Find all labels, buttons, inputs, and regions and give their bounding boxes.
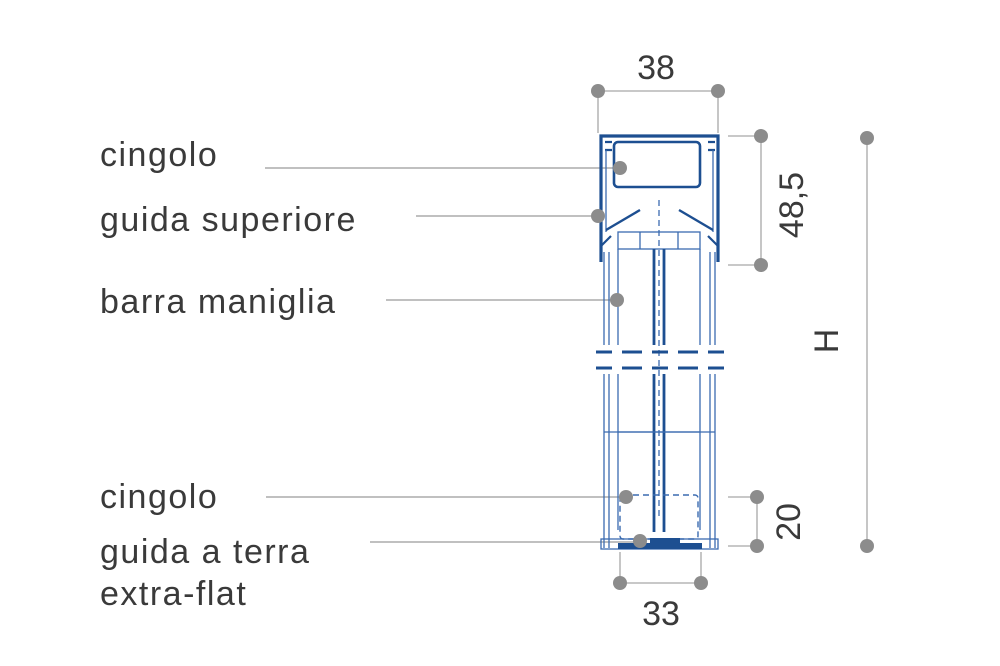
label-cingolo-bottom: cingolo (100, 478, 218, 516)
dim-total-height-dot-bottom (860, 539, 874, 553)
dim-total-height-value: H (808, 329, 846, 354)
dim-bottom-height-dot-top (750, 490, 764, 504)
dot-guida-superiore (591, 209, 605, 223)
dim-top-width-dot-left (591, 84, 605, 98)
dim-total-height-dot-top (860, 131, 874, 145)
label-barra-maniglia: barra maniglia (100, 283, 336, 321)
dot-cingolo-top (613, 161, 627, 175)
dim-bottom-width-dot-right (694, 576, 708, 590)
dim-top-width-value: 38 (637, 49, 675, 87)
bottom-guide (600, 538, 719, 550)
dim-bottom-width-value: 33 (642, 595, 680, 633)
dot-cingolo-bottom (619, 490, 633, 504)
dim-bottom-width-dot-left (613, 576, 627, 590)
dim-top-width-dot-right (711, 84, 725, 98)
top-guide-lips (600, 235, 719, 247)
handle-bar-lower-core (652, 374, 666, 532)
label-cingolo-top: cingolo (100, 136, 218, 174)
handle-bar-lower (603, 374, 716, 548)
cingolo-top-brush (612, 140, 702, 189)
dot-guida-terra (633, 534, 647, 548)
handle-bar-cap (617, 231, 701, 250)
handle-bar-upper (603, 231, 716, 345)
dot-barra-maniglia (610, 293, 624, 307)
dim-top-height-value: 48,5 (773, 172, 811, 238)
label-guida-superiore: guida superiore (100, 201, 357, 239)
leader-dots (591, 161, 647, 548)
label-guida-terra-line2: extra-flat (100, 575, 247, 613)
dim-bottom-height-value: 20 (770, 503, 808, 541)
bottom-guide-track (618, 543, 702, 549)
label-guida-terra-line1: guida a terra (100, 533, 310, 571)
top-guide-outline (599, 134, 720, 262)
dim-top-height-dot-bottom (754, 258, 768, 272)
top-guide-hooks (605, 140, 715, 152)
bottom-guide-wheel (650, 538, 680, 544)
handle-bar-upper-core (652, 249, 666, 345)
break-marks (596, 350, 724, 370)
labels: cingolo guida superiore barra maniglia c… (100, 136, 357, 613)
dim-bottom-height-dot-bottom (750, 539, 764, 553)
top-guide-wings (605, 208, 714, 232)
top-guide-channels (605, 150, 714, 232)
dim-top-height-dot-top (754, 129, 768, 143)
profile-drawing (596, 134, 724, 550)
leader-lines (265, 167, 640, 543)
dimensions: 38 48,5 20 H 33 (591, 49, 874, 633)
